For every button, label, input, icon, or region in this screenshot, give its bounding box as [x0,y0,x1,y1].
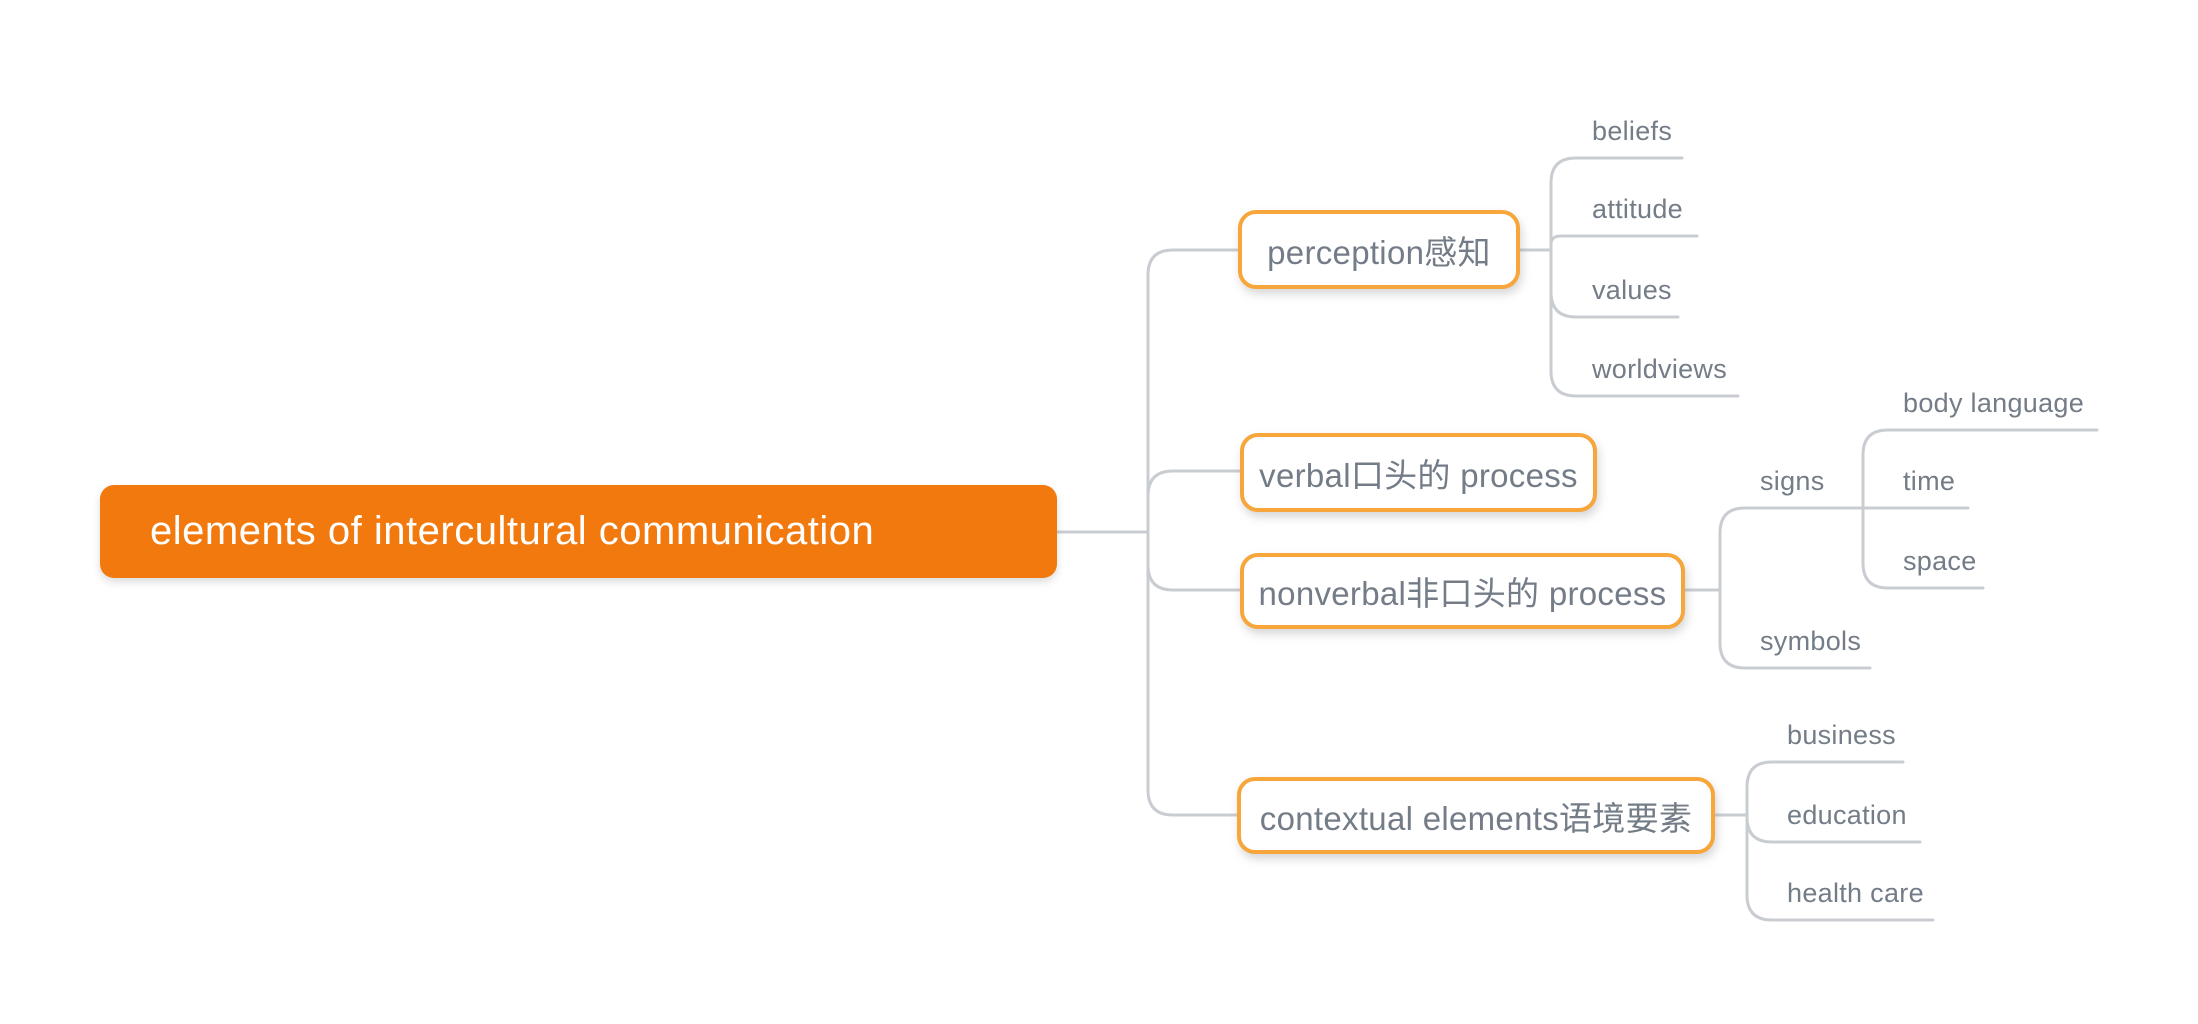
subtopic-signs[interactable]: signs [1760,466,1825,496]
leaf-topic-health-care[interactable]: health care [1787,878,1924,908]
leaf-topic-body-language[interactable]: body language [1903,388,2085,418]
root-topic[interactable]: elements of intercultural communication [100,485,1057,578]
branch-topic-verbal[interactable]: verbal口头的 process [1240,433,1597,512]
connector-nonverbal [1146,563,1242,592]
leaf-topic-space[interactable]: space [1903,546,1977,576]
connector-attitude [1549,234,1699,252]
leaf-topic-attitude[interactable]: attitude [1592,194,1683,224]
branch-topic-perception[interactable]: perception感知 [1238,210,1520,289]
leaf-topic-beliefs[interactable]: beliefs [1592,116,1673,146]
connector-trunk [1146,248,1239,817]
branch-topic-contextual[interactable]: contextual elements语境要素 [1237,777,1715,854]
leaf-topic-values[interactable]: values [1592,275,1672,305]
subtopic-symbols[interactable]: symbols [1760,626,1862,656]
connector-signs [1718,506,1865,592]
connector-body-language [1861,428,2099,510]
branch-topic-nonverbal[interactable]: nonverbal非口头的 process [1240,553,1685,629]
leaf-topic-education[interactable]: education [1787,800,1907,830]
leaf-topic-business[interactable]: business [1787,720,1896,750]
connector-verbal [1146,469,1242,498]
leaf-topic-time[interactable]: time [1903,466,1956,496]
leaf-topic-worldviews[interactable]: worldviews [1592,354,1728,384]
